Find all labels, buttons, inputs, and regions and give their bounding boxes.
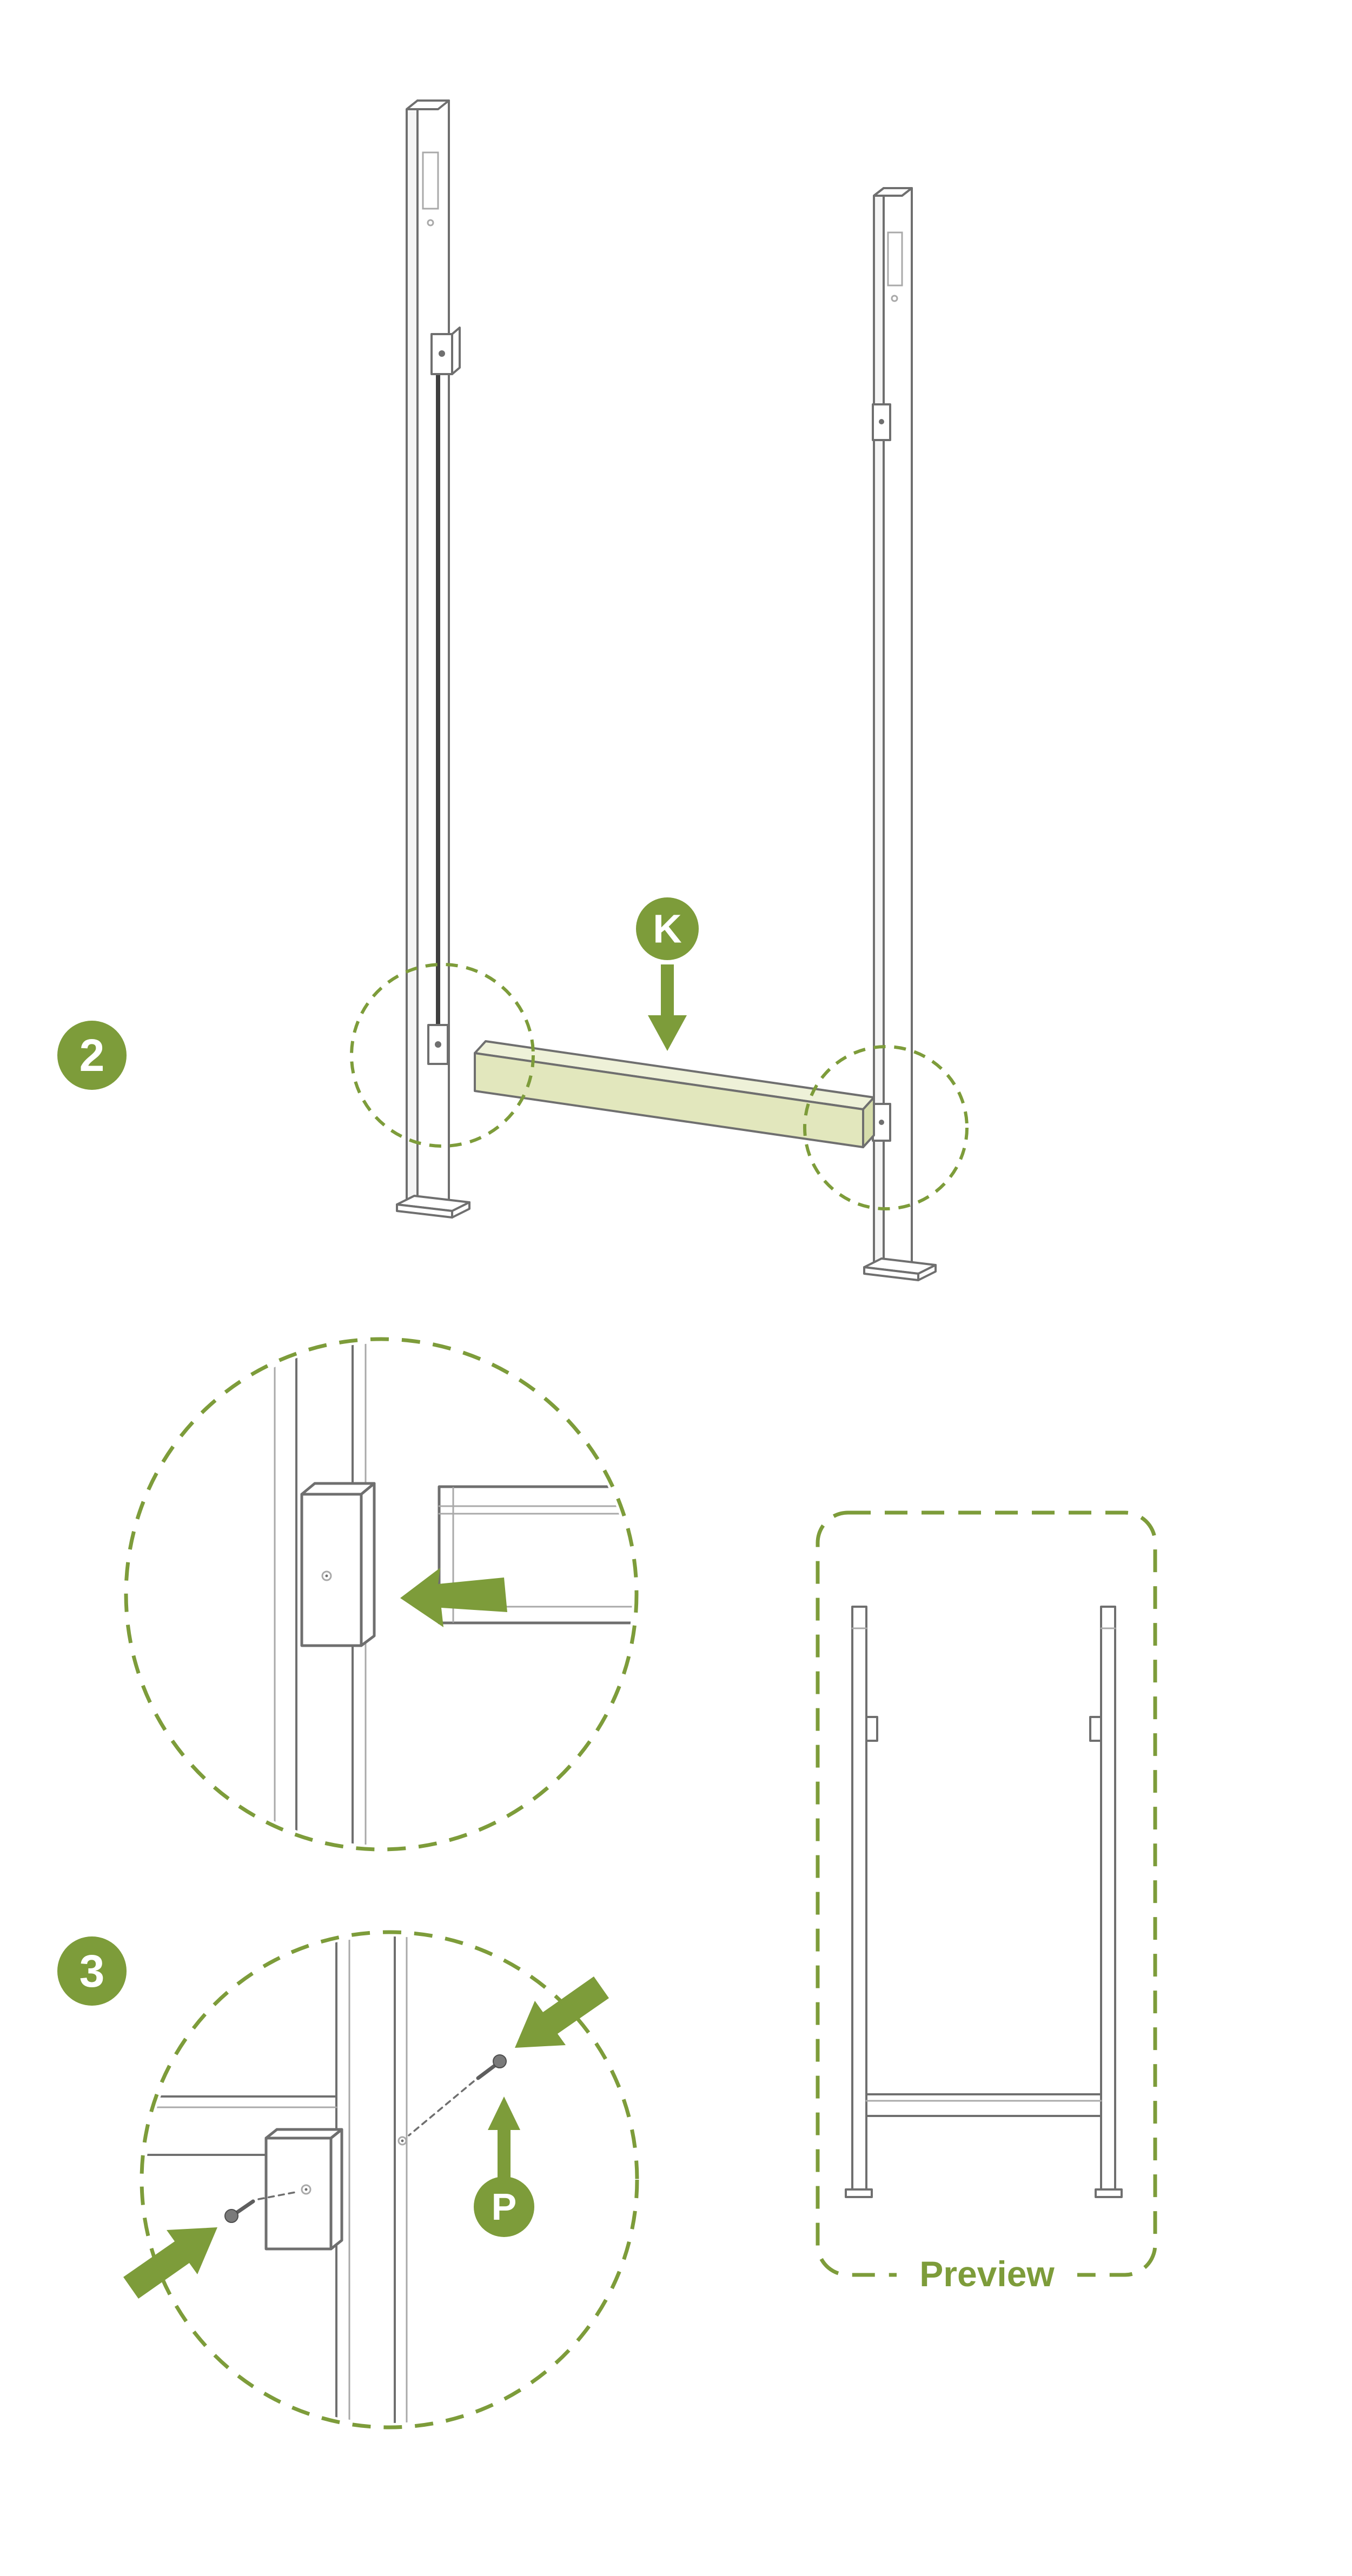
left-post-foot [396, 1195, 470, 1219]
detail-bracket-zoom-content [274, 1343, 632, 1845]
preview-right-bracket [1089, 1716, 1102, 1742]
zoom1-bracket [300, 1482, 376, 1647]
zoom2-crossbar [146, 2095, 337, 2156]
right-post-top-cap [873, 187, 913, 197]
step-3-badge: 3 [57, 1936, 127, 2006]
left-post-hole [427, 219, 434, 227]
part-p-label: P [474, 2096, 534, 2237]
right-post-top-slot [887, 231, 903, 287]
zoom2-dashed-circle [140, 1930, 639, 2429]
zoom2-side-hole [397, 2136, 407, 2146]
left-post-top-cap [406, 99, 450, 110]
arrow-down-left-icon [515, 1976, 609, 2048]
part-k-label: K [636, 897, 699, 1051]
part-k-letter: K [653, 907, 681, 951]
preview-left-bracket [865, 1716, 878, 1742]
arrow-up-right-icon [123, 2227, 217, 2299]
preview-right-post [1100, 1606, 1116, 2191]
zoom2-bracket [264, 2128, 343, 2251]
detail-screws-zoom-content [146, 1936, 408, 2423]
preview-crossbar [865, 2093, 1102, 2117]
beam-part-k [474, 1040, 875, 1148]
preview-border [816, 1510, 1157, 2277]
preview-label-mask [897, 2250, 1077, 2299]
left-post [396, 99, 470, 1219]
preview-right-foot [1095, 2188, 1123, 2198]
preview-panel: Preview [816, 1510, 1157, 2299]
left-post-lower-bracket [427, 1024, 449, 1065]
arrow-left-icon [400, 1568, 507, 1627]
arrow-down-icon [648, 964, 687, 1051]
step-2-badge: 2 [57, 1021, 127, 1090]
part-p-badge [474, 2176, 534, 2237]
right-post-lower-bracket [872, 1103, 891, 1142]
step-3-number: 3 [79, 1946, 105, 1996]
right-post-upper-bracket [872, 403, 891, 441]
right-post [863, 187, 937, 1281]
left-post-side-face [406, 99, 419, 1212]
preview-label: Preview [919, 2254, 1055, 2294]
part-k-badge [636, 897, 699, 960]
zoom1-dashed-circle [124, 1337, 639, 1852]
preview-left-post [851, 1606, 867, 2191]
part-p-letter: P [492, 2186, 517, 2228]
right-post-hole [891, 295, 898, 302]
zoom2-side-hole-dot [401, 2139, 404, 2142]
detail-screws-zoom: P [123, 1930, 639, 2429]
screw-left [224, 2191, 300, 2223]
left-post-upper-bracket [430, 327, 461, 375]
step2-illustration: K 2 [57, 99, 969, 1281]
beam-end-face [862, 1096, 875, 1148]
step-2-number: 2 [79, 1030, 105, 1081]
preview-frame [845, 1606, 1123, 2198]
right-post-foot [863, 1257, 937, 1281]
left-post-front-face [416, 99, 450, 1203]
right-post-front-face [883, 187, 913, 1266]
preview-left-foot [845, 2188, 873, 2198]
left-post-top-slot [422, 151, 439, 210]
left-post-channel [436, 375, 440, 1044]
screw-right [408, 2054, 507, 2136]
arrow-up-icon [488, 2096, 520, 2178]
right-connection-callout-circle [803, 1045, 969, 1210]
left-connection-callout-circle [350, 963, 535, 1148]
detail-bracket-zoom [124, 1337, 639, 1852]
